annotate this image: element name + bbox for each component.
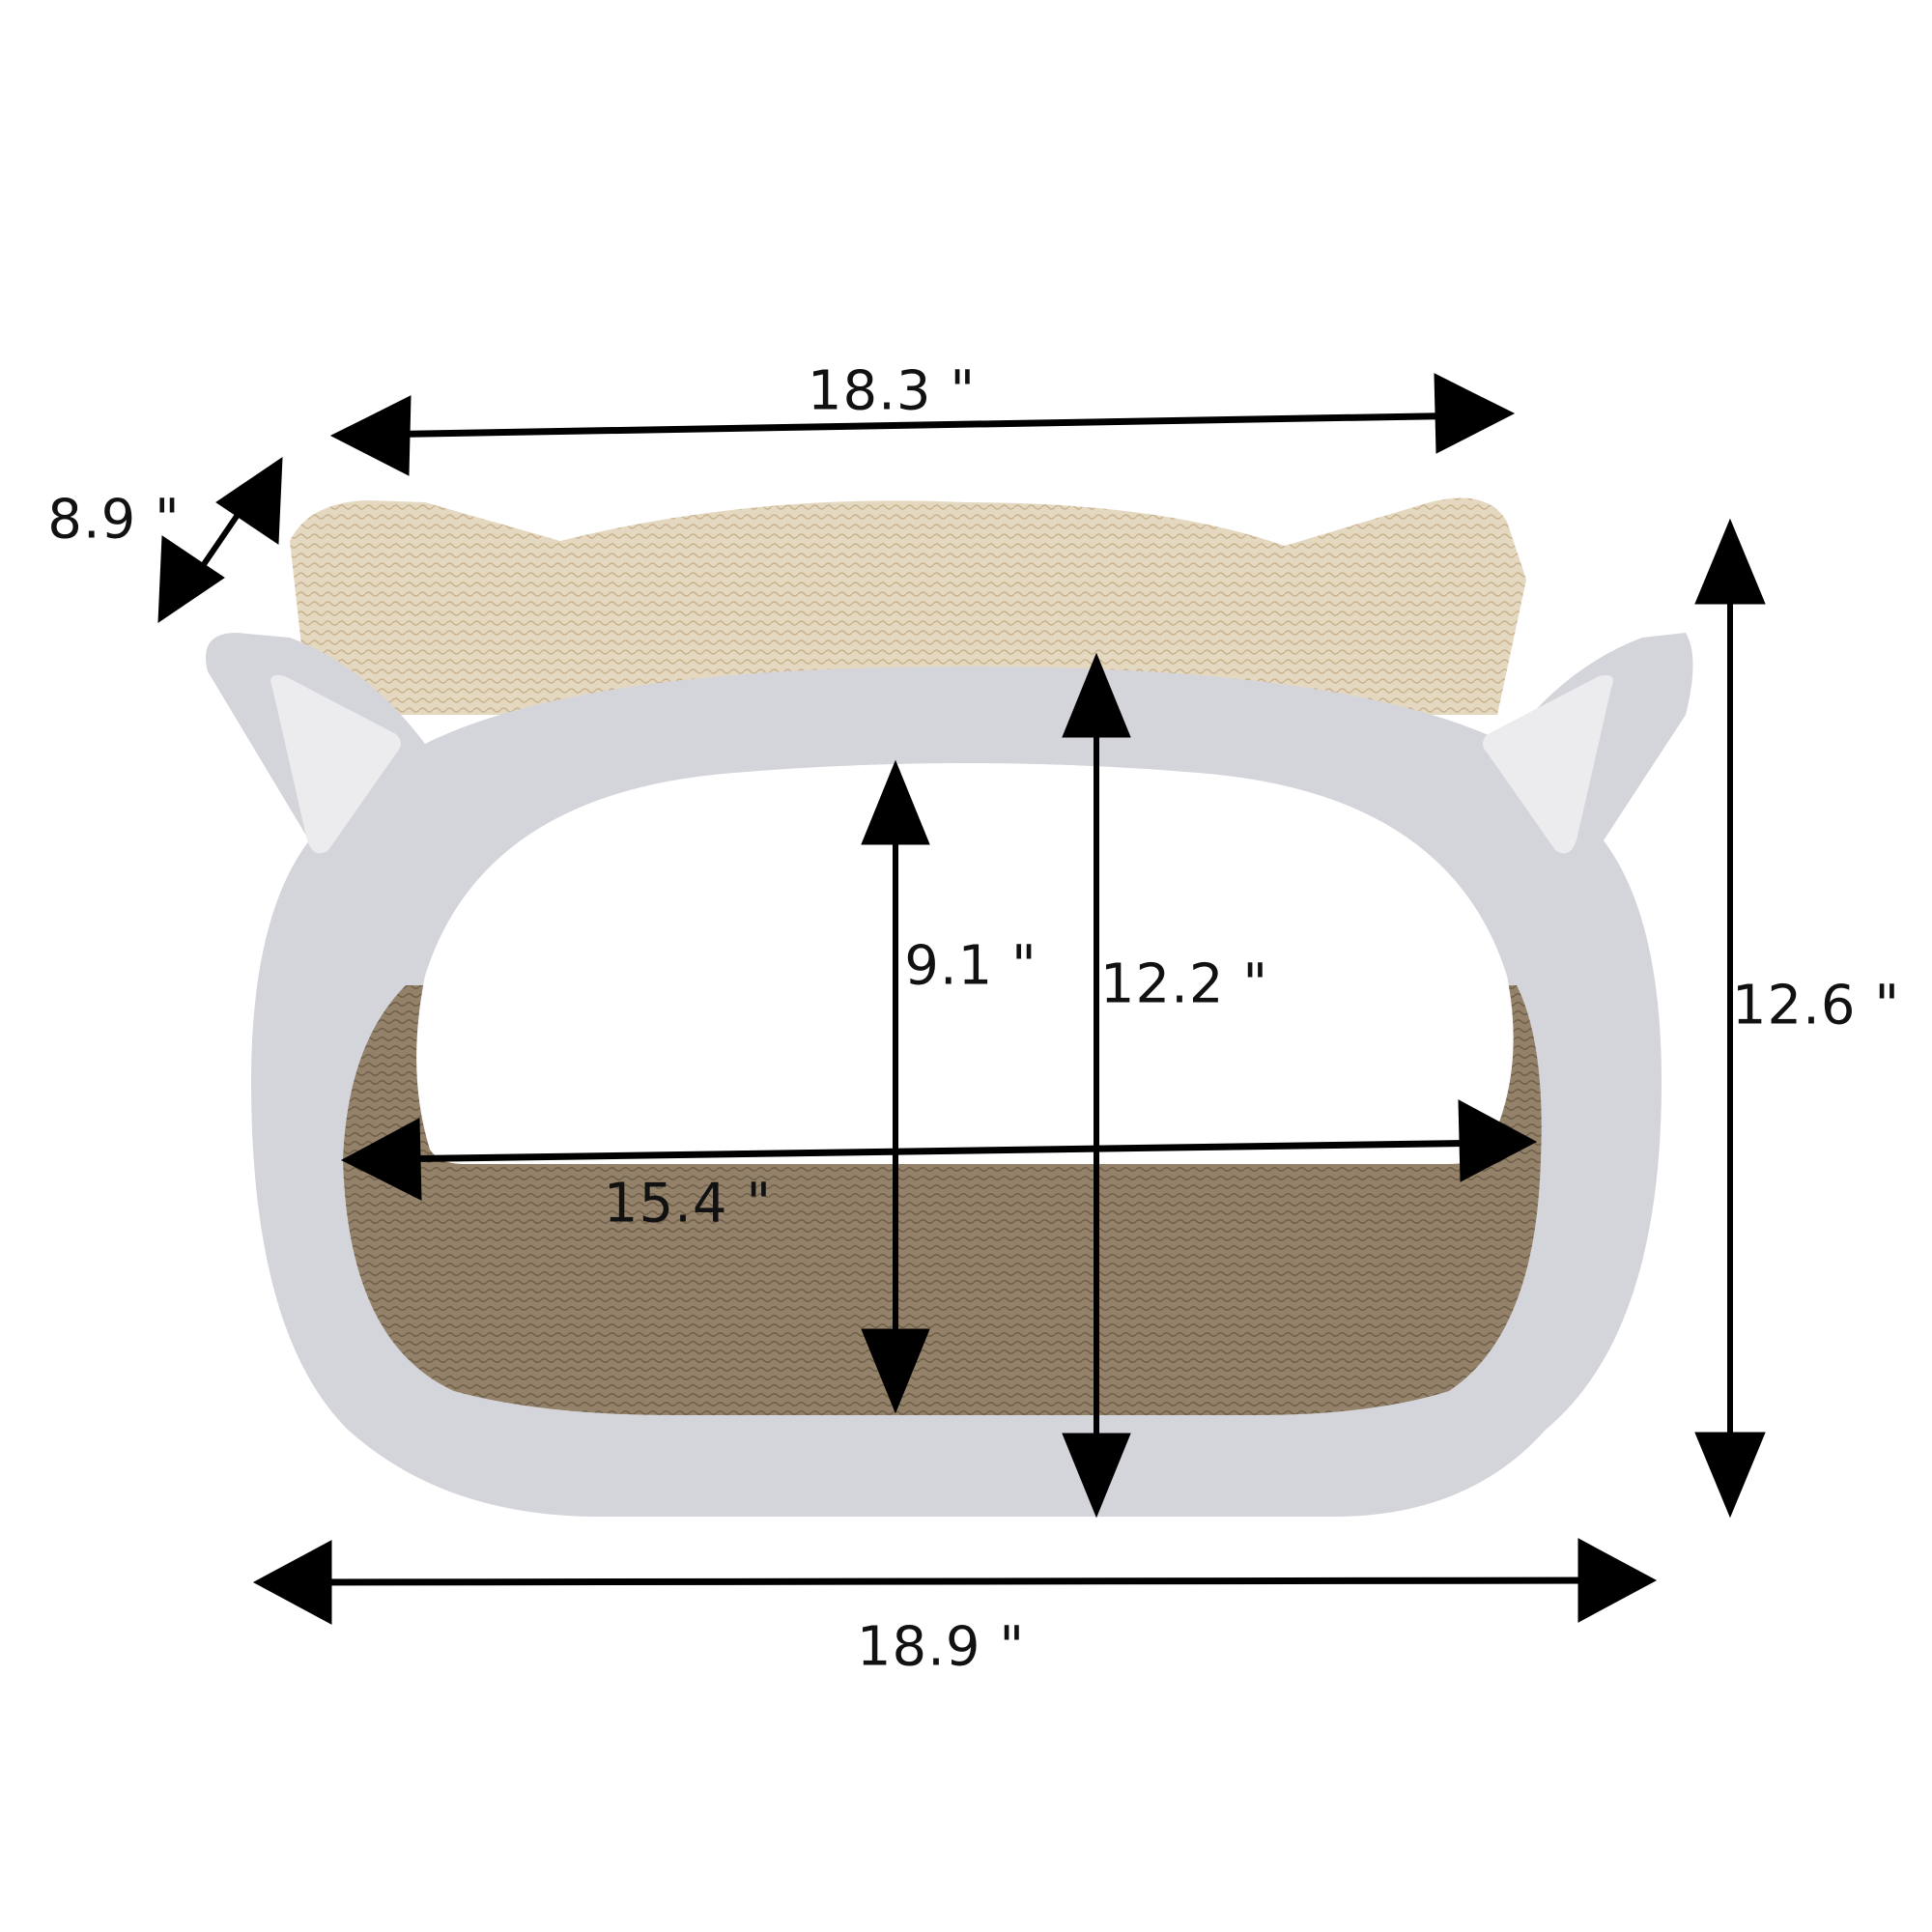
label-base-width: 18.9 " bbox=[856, 1615, 1026, 1679]
cardboard-top-surface bbox=[290, 497, 1526, 715]
face-height-arrow bbox=[1062, 652, 1131, 1519]
opening-window bbox=[416, 763, 1514, 1164]
base-width-arrow bbox=[252, 1538, 1658, 1625]
label-opening-width: 15.4 " bbox=[603, 1172, 773, 1236]
arrows bbox=[157, 373, 1766, 1625]
left-ear-inner bbox=[270, 674, 401, 854]
opening-width-arrow bbox=[340, 1099, 1538, 1201]
top-width-arrow bbox=[329, 373, 1516, 476]
label-face-height: 12.2 " bbox=[1099, 952, 1269, 1016]
opening-height-arrow bbox=[861, 759, 930, 1414]
depth-arrow bbox=[157, 457, 283, 623]
label-top-width: 18.3 " bbox=[807, 359, 977, 423]
right-ear-inner bbox=[1483, 674, 1613, 854]
label-depth: 8.9 " bbox=[47, 488, 181, 552]
outer-height-arrow bbox=[1694, 518, 1766, 1519]
label-outer-height: 12.6 " bbox=[1731, 974, 1901, 1037]
label-opening-height: 9.1 " bbox=[904, 934, 1037, 998]
